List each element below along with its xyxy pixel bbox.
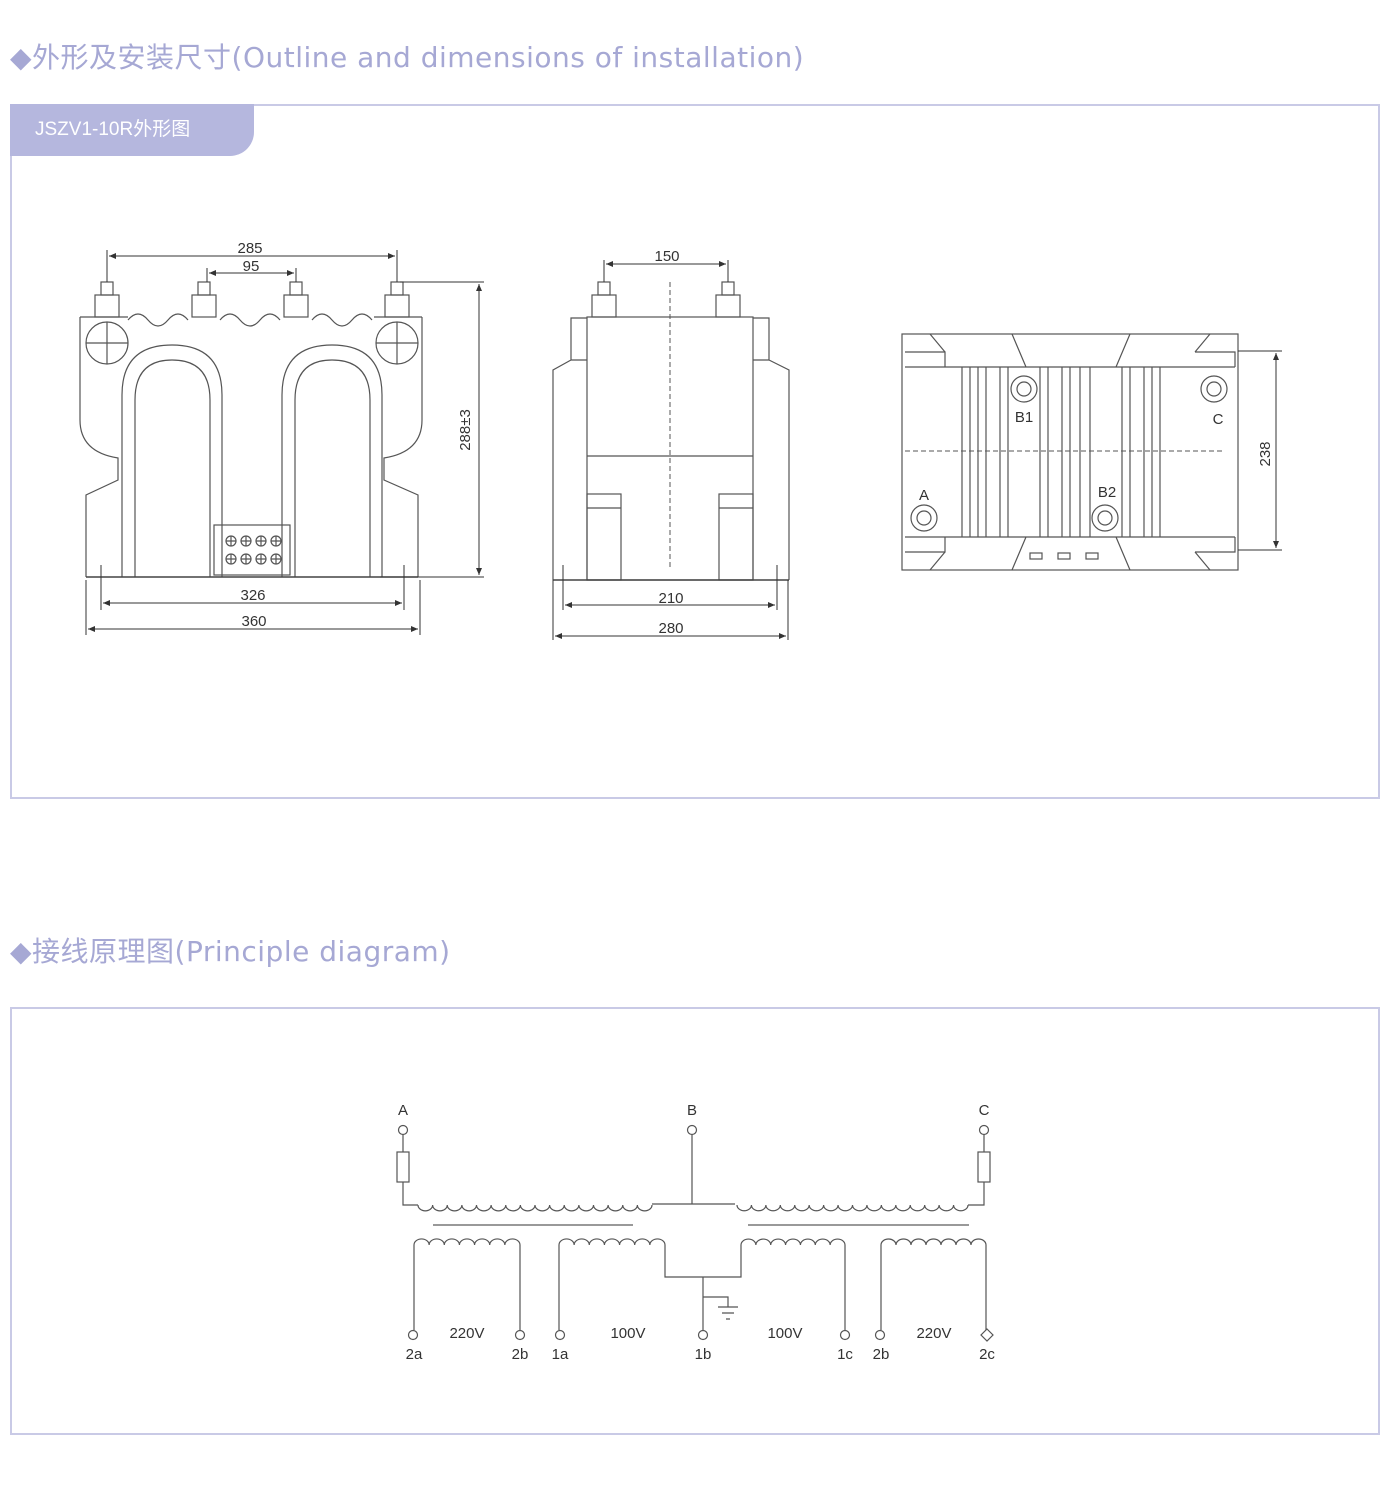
- terminal-1b: 1b: [695, 1346, 712, 1363]
- bushing-icons: [910, 375, 1228, 560]
- terminal-2b-right: 2b: [873, 1346, 890, 1363]
- coil-winding-icon: [413, 1238, 521, 1246]
- terminal-2b: 2b: [512, 1346, 529, 1363]
- voltage-220v-right: 220V: [916, 1325, 951, 1342]
- side-view: 150 210 280: [552, 248, 790, 640]
- terminal-B: B: [687, 1102, 697, 1119]
- coil-winding-icon: [558, 1238, 666, 1246]
- fuse-a-icon: [396, 1151, 410, 1183]
- dim-150: 150: [654, 248, 679, 265]
- coil-winding-icon: [417, 1204, 653, 1212]
- terminal-b2-label: B2: [1098, 484, 1116, 501]
- fuse-c-icon: [977, 1151, 991, 1183]
- dim-326: 326: [240, 587, 265, 604]
- voltage-100v-right: 100V: [767, 1325, 802, 1342]
- coil-winding-icon: [736, 1204, 969, 1212]
- dim-280: 280: [658, 620, 683, 637]
- terminal-2c: 2c: [979, 1346, 995, 1363]
- terminal-A: A: [398, 1102, 408, 1119]
- coil-winding-icon: [880, 1238, 987, 1246]
- dim-238: 238: [1257, 441, 1274, 466]
- terminal-C: C: [979, 1102, 990, 1119]
- terminal-2a: 2a: [406, 1346, 423, 1363]
- front-view: 285 95 288±3 326 360: [79, 240, 484, 635]
- dim-285: 285: [237, 240, 262, 257]
- top-view: B1 C A B2 238: [901, 333, 1282, 571]
- terminal-b1-label: B1: [1015, 409, 1033, 426]
- model-tab: JSZV1-10R外形图: [10, 104, 254, 156]
- principle-section-title: ◆接线原理图(Principle diagram): [10, 935, 451, 968]
- terminal-icons: [94, 281, 410, 318]
- terminal-a-label: A: [919, 487, 929, 504]
- terminal-1a: 1a: [552, 1346, 569, 1363]
- secondary-terminal-icons: [225, 535, 282, 565]
- dim-288: 288±3: [457, 409, 474, 451]
- outline-panel: [10, 104, 1380, 799]
- terminal-box: [213, 524, 291, 576]
- dim-210: 210: [658, 590, 683, 607]
- principle-diagram: A B C 2a 2b 1a 1b 1c 2b 2c 220V 100V 100…: [396, 1102, 995, 1363]
- mounting-hole-icons: [85, 321, 419, 365]
- voltage-220v-left: 220V: [449, 1325, 484, 1342]
- outline-section-title: ◆外形及安装尺寸(Outline and dimensions of insta…: [10, 41, 805, 74]
- principle-panel: [10, 1007, 1380, 1435]
- terminal-1c: 1c: [837, 1346, 853, 1363]
- voltage-100v-left: 100V: [610, 1325, 645, 1342]
- dim-360: 360: [241, 613, 266, 630]
- coil-winding-icon: [740, 1238, 846, 1246]
- terminal-c-label: C: [1213, 411, 1224, 428]
- dim-95: 95: [243, 258, 260, 275]
